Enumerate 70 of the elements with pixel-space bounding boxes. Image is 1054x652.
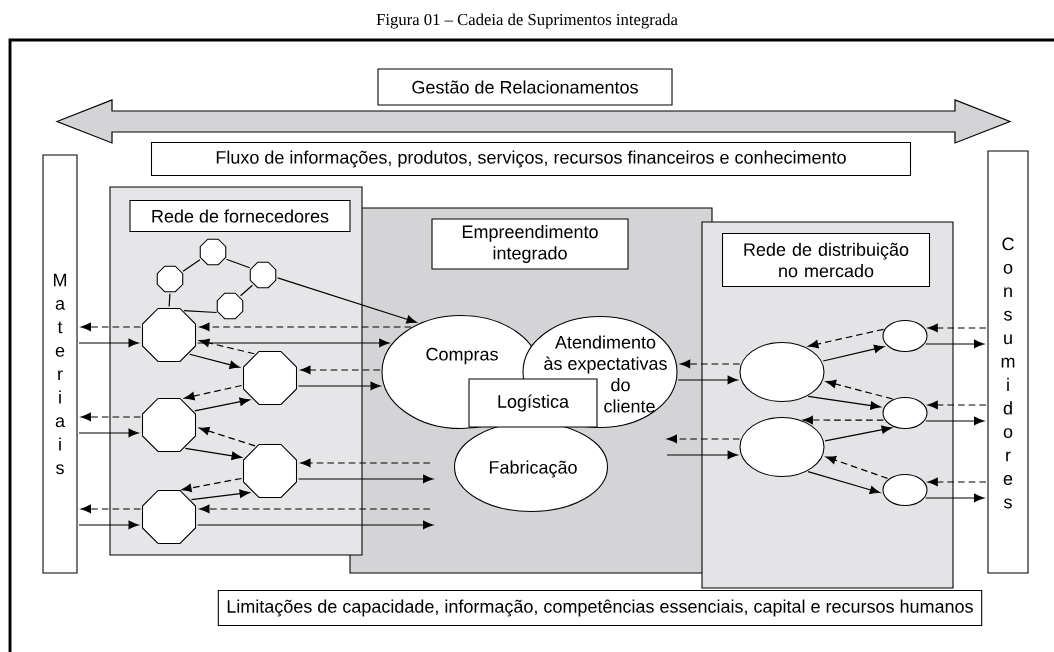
octagon-node: [141, 489, 197, 545]
arrow: [80, 412, 142, 422]
arrow: [300, 365, 381, 375]
banner-box: Gestão de Relacionamentos: [377, 68, 673, 106]
arrow: [189, 353, 240, 370]
arrow: [825, 455, 889, 479]
arrow: [807, 395, 881, 410]
arrow: [808, 328, 885, 349]
arrow: [300, 458, 431, 468]
connector-line: [182, 259, 201, 272]
octagon-node: [249, 261, 277, 289]
arrow: [199, 504, 431, 514]
arrow: [181, 477, 243, 493]
arrow: [184, 447, 242, 461]
arrow: [78, 520, 139, 530]
arrow: [194, 397, 250, 412]
octagon-node: [242, 350, 298, 406]
side-bar: Consumidores: [987, 150, 1029, 574]
connector-line: [239, 284, 254, 297]
side-bar: Materiais: [42, 154, 78, 574]
arrow: [190, 489, 250, 501]
arrow: [80, 322, 142, 332]
arrow: [78, 338, 139, 348]
heading-box: Rede de distribuição no mercado: [721, 232, 931, 288]
octagon-node: [141, 307, 197, 363]
arrow: [666, 434, 741, 444]
arrow: [822, 344, 885, 362]
arrow: [196, 520, 434, 530]
process-box: Logística: [468, 378, 598, 428]
arrow: [925, 416, 985, 426]
heading-box: Empreendimento integrado: [431, 218, 629, 270]
heading-box: Rede de fornecedores: [129, 199, 351, 233]
arrow: [927, 477, 987, 487]
arrow: [199, 426, 256, 447]
octagon-node: [216, 292, 244, 320]
octagon-node: [141, 397, 197, 453]
arrow: [925, 339, 985, 349]
octagon-node: [199, 238, 227, 266]
ellipse-node: [739, 416, 825, 478]
arrow: [297, 381, 381, 391]
arrow: [297, 474, 434, 484]
arrow: [802, 415, 885, 425]
octagon-node: [242, 443, 298, 499]
arrow: [184, 384, 243, 401]
arrow: [78, 428, 139, 438]
arrow: [927, 400, 987, 410]
arrow: [196, 338, 390, 348]
arrow: [277, 277, 417, 324]
connector-line: [168, 293, 171, 308]
arrow: [927, 323, 987, 333]
arrow: [199, 338, 255, 355]
arrow: [925, 493, 985, 503]
arrow: [80, 504, 142, 514]
ellipse-node: [882, 319, 928, 353]
connector-line: [183, 310, 218, 314]
banner-box: Fluxo de informações, produtos, serviços, recursos financeiros e conhecimento: [150, 141, 912, 177]
banner-box: Limitações de capacidade, informação, competências essenciais, capital e recursos humanos: [217, 589, 983, 627]
arrow: [825, 379, 894, 400]
figure-title: Figura 01 – Cadeia de Suprimentos integrada: [376, 13, 678, 29]
arrow: [807, 471, 881, 495]
octagon-node: [156, 265, 184, 293]
arrow: [677, 375, 738, 385]
ellipse-node: [882, 396, 928, 430]
ellipse-node: [882, 473, 928, 507]
connector-line: [225, 258, 251, 269]
ellipse-node: [739, 341, 825, 403]
arrow: [199, 322, 412, 332]
arrow: [680, 359, 741, 369]
arrow: [824, 425, 892, 442]
arrow: [666, 450, 738, 460]
